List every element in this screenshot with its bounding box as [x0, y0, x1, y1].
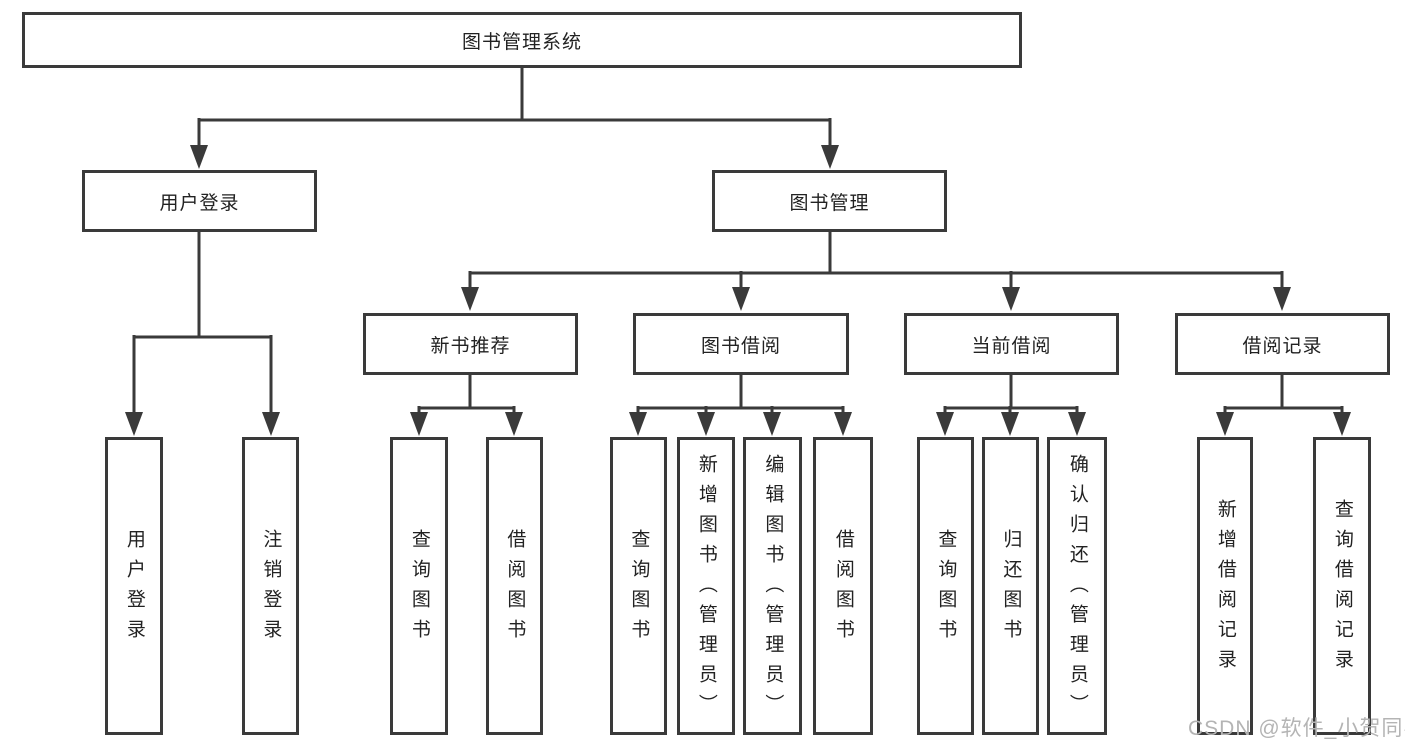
- leaf-user-login: 用户登录: [105, 437, 163, 735]
- arrowhead: [821, 145, 839, 169]
- node-borrow-records: 借阅记录: [1175, 313, 1390, 375]
- node-current-borrow: 当前借阅: [904, 313, 1119, 375]
- node-user-login: 用户登录: [82, 170, 317, 232]
- arrowhead: [834, 412, 852, 436]
- connector-path: [1223, 374, 1344, 418]
- leaf-logout: 注销登录: [242, 437, 299, 735]
- leaf-borrow-books-recommend: 借阅图书: [486, 437, 543, 735]
- leaf-query-books-current: 查询图书: [917, 437, 974, 735]
- connector-path: [197, 68, 832, 150]
- connector-path: [943, 374, 1079, 418]
- connector-path: [132, 232, 273, 416]
- arrowhead: [936, 412, 954, 436]
- leaf-borrow-books: 借阅图书: [813, 437, 873, 735]
- connector-path: [636, 374, 845, 418]
- connector-path: [417, 374, 516, 418]
- leaf-add-borrow-record: 新增借阅记录: [1197, 437, 1253, 735]
- arrowhead: [629, 412, 647, 436]
- arrowhead: [190, 145, 208, 169]
- arrowhead: [1002, 287, 1020, 311]
- leaf-edit-books-admin: 编辑图书（管理员）: [743, 437, 802, 735]
- arrowhead: [125, 412, 143, 436]
- watermark: CSDN @软件_小贺同学: [1188, 717, 1405, 740]
- arrowhead: [732, 287, 750, 311]
- arrowhead: [1216, 412, 1234, 436]
- node-book-borrow: 图书借阅: [633, 313, 849, 375]
- arrowhead: [1001, 412, 1019, 436]
- leaf-add-books-admin: 新增图书（管理员）: [677, 437, 735, 735]
- leaf-confirm-return-admin: 确认归还（管理员）: [1047, 437, 1107, 735]
- arrowhead: [262, 412, 280, 436]
- arrowhead: [763, 412, 781, 436]
- connector-path: [468, 232, 1284, 292]
- arrowhead: [410, 412, 428, 436]
- arrowhead: [505, 412, 523, 436]
- leaf-query-books-recommend: 查询图书: [390, 437, 448, 735]
- node-root: 图书管理系统: [22, 12, 1022, 68]
- arrowhead: [1273, 287, 1291, 311]
- arrowhead: [461, 287, 479, 311]
- arrowhead: [697, 412, 715, 436]
- node-book-management: 图书管理: [712, 170, 947, 232]
- arrowhead: [1333, 412, 1351, 436]
- leaf-return-books: 归还图书: [982, 437, 1039, 735]
- node-new-book-recommend: 新书推荐: [363, 313, 578, 375]
- leaf-query-books-borrow: 查询图书: [610, 437, 667, 735]
- leaf-query-borrow-record: 查询借阅记录: [1313, 437, 1371, 735]
- arrowhead: [1068, 412, 1086, 436]
